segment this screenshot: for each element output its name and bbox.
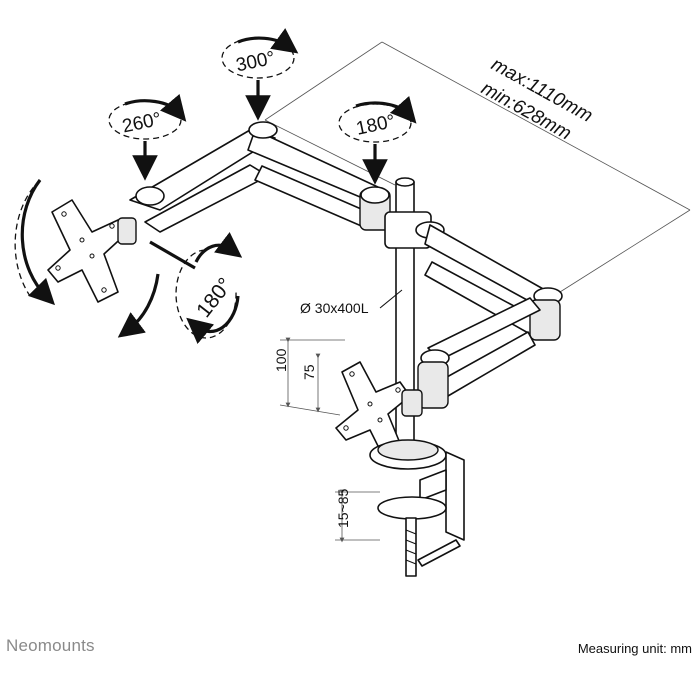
brand-logo: Neomounts bbox=[6, 636, 95, 655]
pole-label-leader bbox=[379, 289, 403, 309]
measuring-unit-label: Measuring unit: mm bbox=[577, 641, 692, 656]
clamp-range-dimension bbox=[335, 489, 380, 543]
rotation-label-upper-left: 260° bbox=[120, 109, 163, 138]
height-dimension-lines bbox=[279, 337, 345, 416]
right-vesa-plate bbox=[335, 361, 423, 459]
height-dim-inner: 75 bbox=[301, 364, 317, 380]
desk-clamp bbox=[369, 439, 465, 577]
upper-arm-assembly bbox=[129, 121, 563, 409]
left-vesa-plate bbox=[47, 199, 137, 303]
rotation-indicator-upper-left bbox=[108, 93, 187, 181]
rotation-indicator-right bbox=[338, 95, 417, 185]
portrait-rotation-indicator bbox=[14, 179, 160, 338]
rotation-label-top: 300° bbox=[234, 48, 277, 77]
tilt-indicator bbox=[149, 232, 243, 345]
pole-label: Ø 30x400L bbox=[300, 300, 369, 316]
height-dim-outer: 100 bbox=[273, 348, 289, 372]
clamp-range-label: 15~85 bbox=[335, 488, 351, 528]
rotation-indicator-top bbox=[221, 28, 299, 121]
rotation-label-right: 180° bbox=[354, 111, 397, 140]
tilt-label: 180° bbox=[192, 274, 237, 322]
